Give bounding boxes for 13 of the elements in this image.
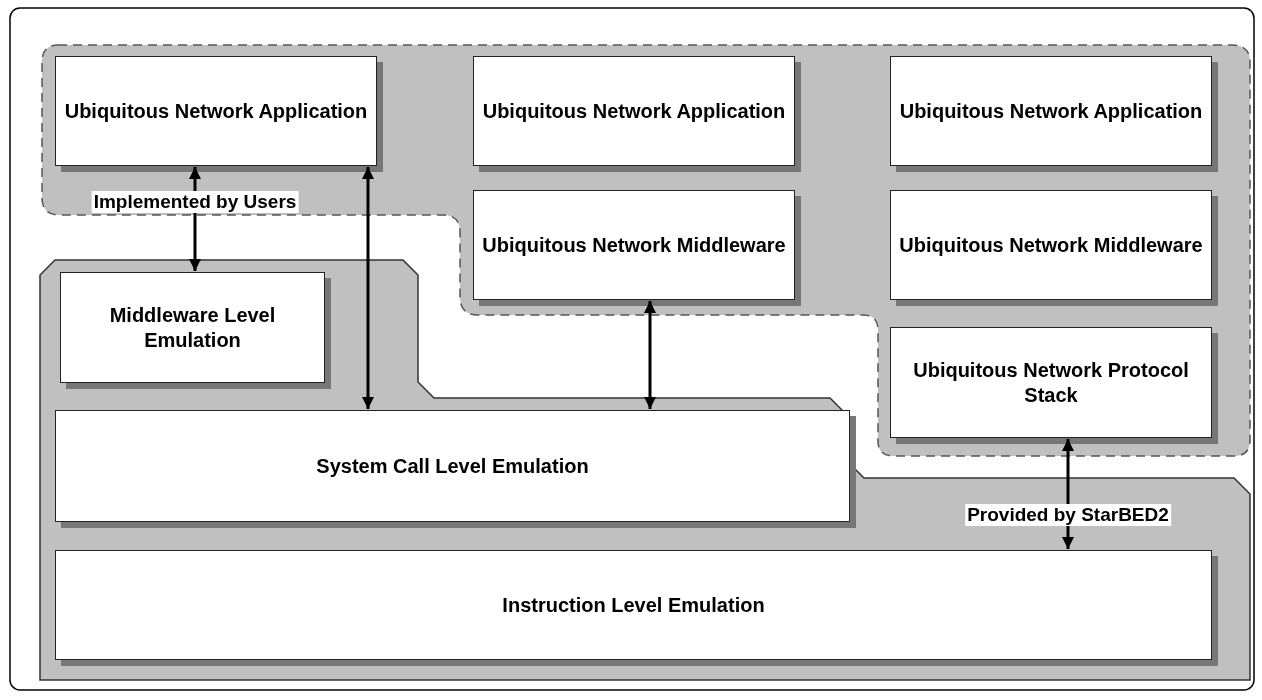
- box-label: Ubiquitous Network Middleware: [482, 232, 786, 258]
- arrow: [644, 301, 656, 409]
- edge-label: Provided by StarBED2: [965, 504, 1171, 526]
- box-label: Ubiquitous Network Middleware: [899, 232, 1203, 258]
- box-label: Instruction Level Emulation: [502, 592, 765, 618]
- box-label: Ubiquitous Network Application: [64, 98, 368, 124]
- box-label: Ubiquitous Network Application: [899, 98, 1203, 124]
- box-label: Ubiquitous Network Application: [482, 98, 786, 124]
- box-label: System Call Level Emulation: [316, 453, 589, 479]
- box-label: Ubiquitous Network Protocol Stack: [912, 357, 1190, 408]
- arrow: [362, 167, 374, 409]
- edge-label: Implemented by Users: [91, 191, 299, 213]
- box-label: Middleware Level Emulation: [108, 302, 277, 353]
